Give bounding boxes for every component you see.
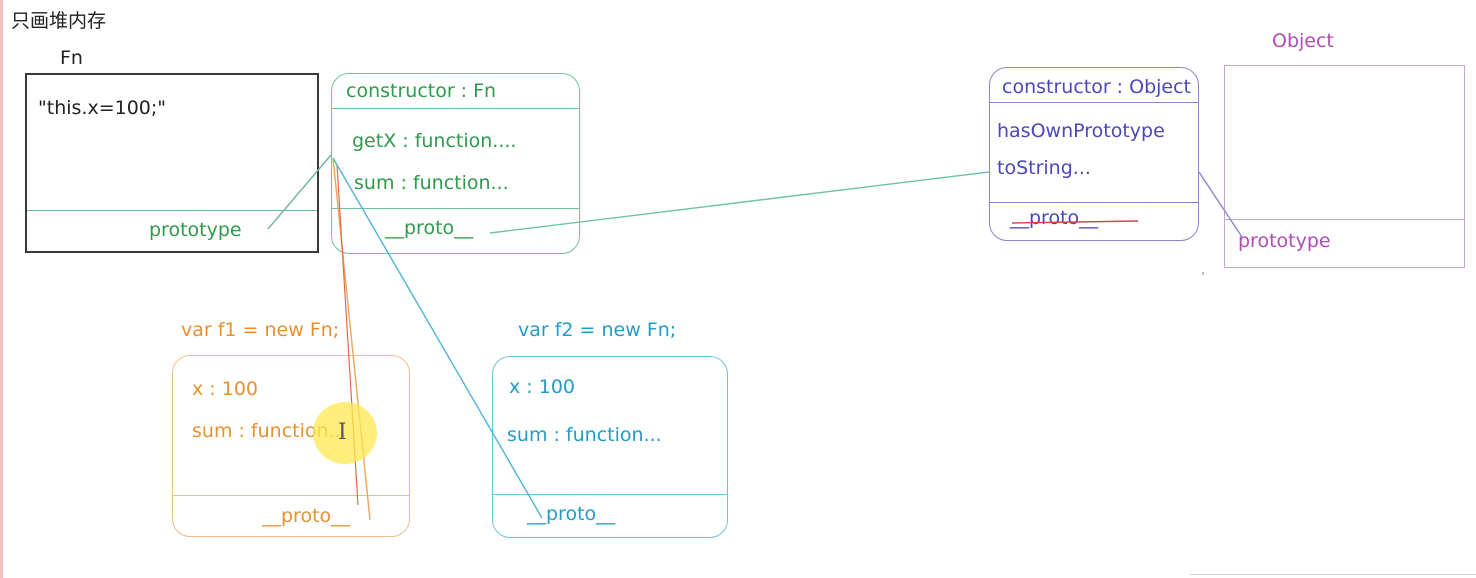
f2-declaration: var f2 = new Fn; xyxy=(518,319,677,341)
f1-proto-link xyxy=(332,157,371,521)
f1-proto: __proto__ xyxy=(262,505,351,527)
object-function-box xyxy=(1224,65,1465,268)
window-edge xyxy=(0,0,3,578)
stray-mark xyxy=(1202,272,1204,275)
object-prototype-divider-top xyxy=(990,102,1198,103)
object-prototype-divider-bottom xyxy=(990,202,1198,203)
object-prototype-label: prototype xyxy=(1238,230,1331,252)
fn-name-label: Fn xyxy=(60,47,83,69)
fn-prototype-label: prototype xyxy=(149,219,242,241)
fn-prototype-box xyxy=(331,73,580,254)
page-heading: 只画堆内存 xyxy=(11,10,107,32)
object-prototype-tostring: toString... xyxy=(997,157,1091,179)
bottom-right-edge xyxy=(1190,574,1476,575)
f2-proto-link xyxy=(332,157,543,519)
f2-x-property: x : 100 xyxy=(509,376,575,398)
fn-prototype-divider-bottom xyxy=(332,208,579,209)
fn-prototype-constructor: constructor : Fn xyxy=(346,80,497,102)
f1-sum-property: sum : function... xyxy=(192,420,347,442)
cursor-highlight xyxy=(313,402,377,464)
f2-proto: __proto__ xyxy=(527,503,616,525)
fn-prototype-link xyxy=(267,154,332,230)
object-prototype-hasown: hasOwnPrototype xyxy=(997,120,1165,142)
fn-prototype-getx: getX : function.... xyxy=(352,130,517,152)
fn-function-box xyxy=(25,73,319,253)
object-prototype-link xyxy=(1198,171,1243,238)
fn-prototype-sum: sum : function... xyxy=(354,172,509,194)
object-prototype-proto: __proto__ xyxy=(1010,207,1099,229)
object-box-divider xyxy=(1225,219,1464,220)
fn-prototype-proto-link xyxy=(489,171,990,234)
object-name-label: Object xyxy=(1272,30,1334,52)
object-prototype-box xyxy=(989,67,1199,241)
f2-box-divider xyxy=(493,494,727,495)
f2-instance-box xyxy=(492,356,728,538)
f1-box-divider xyxy=(173,495,409,496)
fn-body-text: "this.x=100;" xyxy=(38,97,167,119)
fn-box-divider xyxy=(27,210,317,211)
object-proto-null-mark xyxy=(1011,220,1139,224)
fn-prototype-divider-top xyxy=(332,108,579,109)
f2-sum-property: sum : function... xyxy=(507,424,662,446)
f1-declaration: var f1 = new Fn; xyxy=(181,319,340,341)
f1-x-property: x : 100 xyxy=(192,378,258,400)
text-cursor-icon: I xyxy=(338,420,347,445)
object-prototype-constructor: constructor : Object xyxy=(1002,76,1192,98)
fn-prototype-proto: __proto__ xyxy=(385,217,474,239)
